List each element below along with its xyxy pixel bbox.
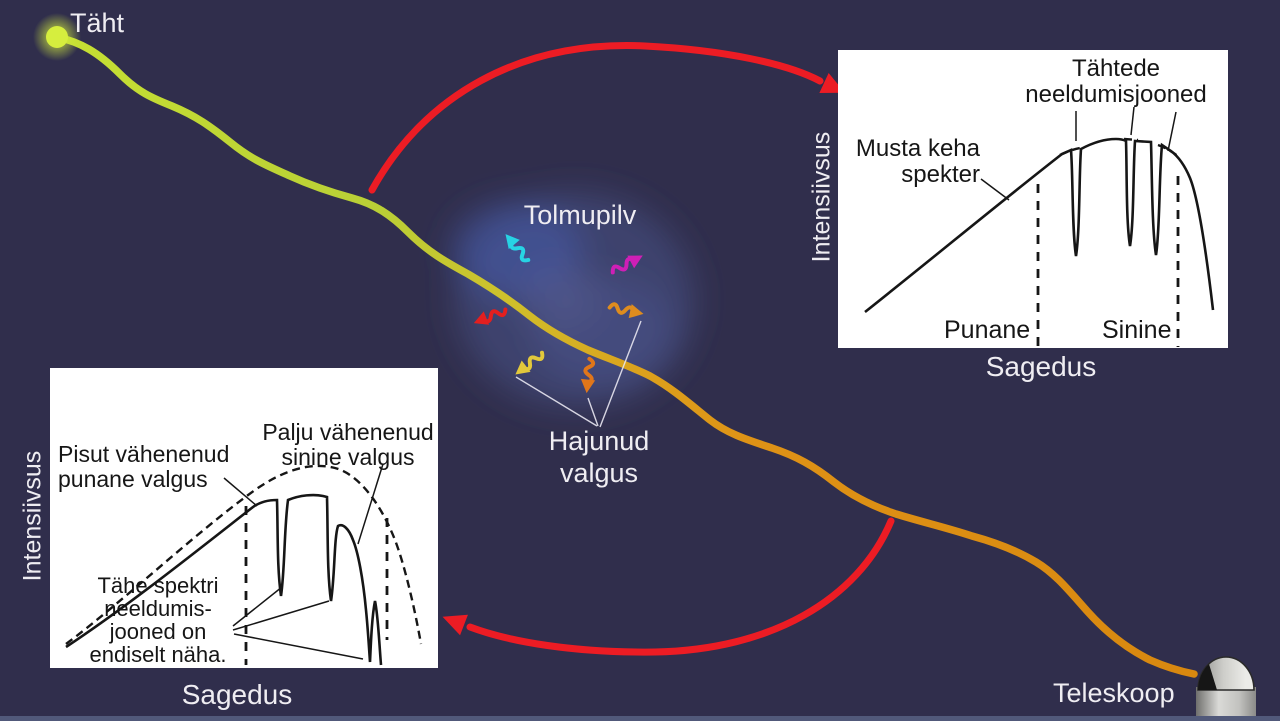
scattered-light-label: Hajunud valgus <box>528 426 670 489</box>
annotation-leader-lines <box>980 106 1177 201</box>
blackbody-spectrum-label: Musta keha spekter <box>850 136 980 187</box>
reddened-spectrum-curve <box>65 493 383 666</box>
bottom-edge-strip <box>0 716 1280 721</box>
star-spectrum-x-axis-label: Sagedus <box>985 351 1097 382</box>
reduced-red-light-line1: Pisut vähenenud <box>58 441 230 467</box>
continuum-dash-bridges <box>1059 137 1180 158</box>
blackbody-label-line1: Musta keha <box>855 135 980 162</box>
observed-spectrum-plot <box>65 463 423 666</box>
observed-spectrum-panel: Pisut vähenenud punane valgus Palju vähe… <box>50 368 438 668</box>
absorption-lines-title-line1: Tähtede <box>1071 55 1161 82</box>
telescope-dome-slit <box>1198 664 1217 690</box>
annotation-leader-lines <box>223 463 384 660</box>
absorption-lines-title-line2: neeldumisjooned <box>1025 80 1207 108</box>
scattered-light-label-line1: Hajunud <box>548 426 650 456</box>
red-band-label: Punane <box>944 316 1031 344</box>
observed-spectrum-x-axis-label: Sagedus <box>181 679 293 710</box>
star-spectrum-plot <box>864 106 1215 347</box>
dust-cloud-glow <box>451 192 695 408</box>
absorption-lines-title: Tähtede neeldumisjooned <box>998 56 1234 107</box>
reduced-blue-light-line2: sinine valgus <box>281 443 415 470</box>
note-line3: jooned on <box>109 619 207 645</box>
telescope-icon <box>1196 656 1256 721</box>
telescope-label: Teleskoop <box>1053 678 1175 708</box>
star-icon <box>33 13 81 61</box>
dust-cloud-label: Tolmupilv <box>523 200 637 230</box>
star-label: Täht <box>70 8 125 38</box>
scattered-light-leader-lines <box>515 320 642 428</box>
note-line2: neeldumis- <box>104 596 212 622</box>
star-spectrum-panel: Tähtede neeldumisjooned Musta keha spekt… <box>838 50 1228 348</box>
original-spectrum-dashed-curve <box>65 464 423 645</box>
reduced-blue-light-line1: Palju vähenenud <box>262 419 434 445</box>
arrow-to-observed-spectrum-icon <box>442 517 895 656</box>
star-spectrum-y-axis-label: Intensiivsus <box>807 131 836 263</box>
note-line1: Tähe spektri <box>97 573 219 598</box>
blackbody-label-line2: spekter <box>901 160 980 188</box>
light-beam <box>53 33 1198 678</box>
absorption-still-visible-note: Tähe spektri neeldumis- jooned on endise… <box>82 574 234 666</box>
arrow-to-star-spectrum-icon <box>368 42 845 194</box>
reduced-blue-light-label: Palju vähenenud sinine valgus <box>258 420 438 469</box>
reduced-red-light-label: Pisut vähenenud punane valgus <box>58 442 229 491</box>
scattered-light-label-line2: valgus <box>559 457 639 488</box>
reduced-red-light-line2: punane valgus <box>58 465 208 492</box>
observed-spectrum-y-axis-label: Intensiivsus <box>18 450 47 582</box>
blue-band-label: Sinine <box>1102 316 1172 344</box>
note-line4: endiselt näha. <box>89 642 227 668</box>
